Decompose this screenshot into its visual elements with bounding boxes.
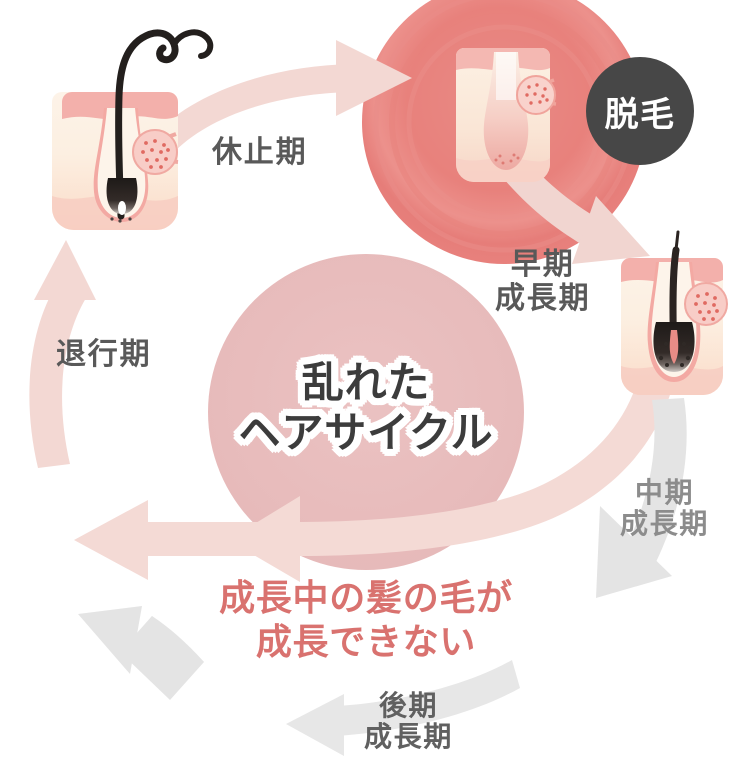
arrow-telogen	[128, 40, 412, 190]
arrow-growth-cycle	[74, 300, 681, 582]
follicle-shedding	[456, 48, 557, 182]
shedding-badge: 脱毛	[586, 57, 694, 165]
center-circle	[208, 254, 524, 570]
follicle-early-anagen	[621, 230, 728, 395]
arrow-mid-anagen	[596, 398, 687, 598]
arrow-late-anagen	[286, 660, 520, 756]
arrow-bottom-left	[78, 606, 204, 700]
arrow-catagen	[29, 240, 96, 468]
follicle-telogen	[52, 29, 214, 230]
